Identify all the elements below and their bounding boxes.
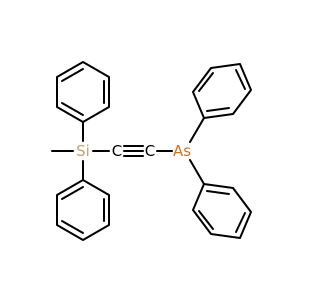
bond-as-phenyl-bottom [189,159,205,185]
triple-bond [123,145,144,157]
phenyl-ring-as-top [192,63,252,119]
phenyl-ring-si-bottom [56,179,110,241]
phenyl-ring-si-top [56,61,110,123]
bond-as-phenyl-top [189,117,205,143]
carbon-atom-label-left: C [112,142,122,160]
molecule-diagram: Si C C As [51,61,252,241]
silicon-atom-label: Si [76,142,90,160]
structure-canvas: Si C C As [51,61,252,241]
arsenic-atom-label: As [173,142,191,160]
carbon-atom-label-right: C [145,142,155,160]
phenyl-ring-as-bottom [192,183,252,239]
